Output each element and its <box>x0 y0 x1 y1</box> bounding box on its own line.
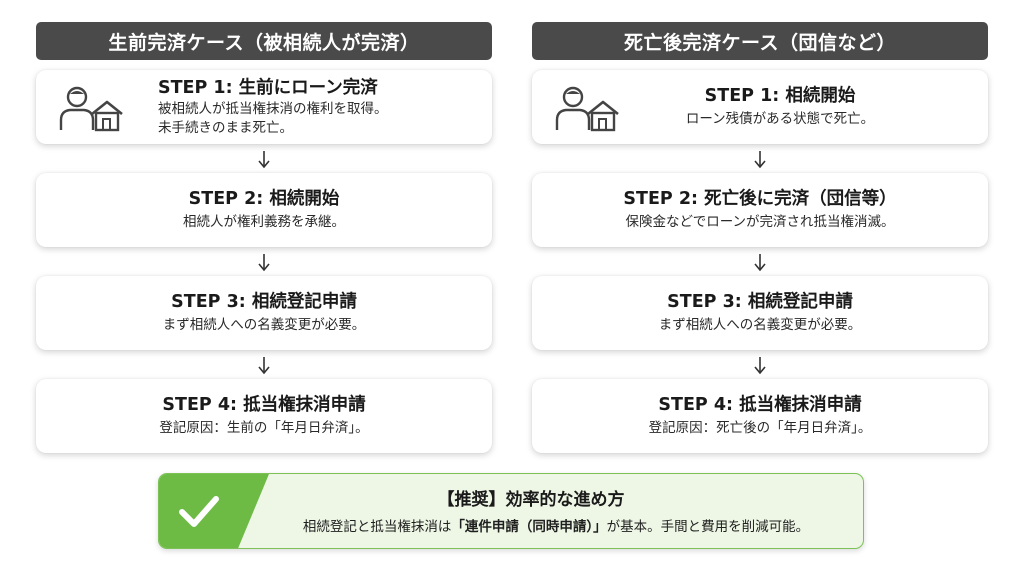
step-title: STEP 2: 死亡後に完済（団信等） <box>623 189 897 209</box>
recommendation-desc-after: が基本。手間と費用を削減可能。 <box>606 519 810 535</box>
check-icon <box>179 496 219 527</box>
right-step-4-card: STEP 4: 抵当権抹消申請 登記原因：死亡後の「年月日弁済」。 <box>532 379 988 453</box>
left-step-1-text: STEP 1: 生前にローン完済 被相続人が抵当権抹消の権利を取得。 未手続きの… <box>158 77 388 138</box>
left-column-header: 生前完済ケース（被相続人が完済） <box>36 22 492 60</box>
step-title: STEP 1: 相続開始 <box>704 86 856 106</box>
step-title: STEP 4: 抵当権抹消申請 <box>162 395 366 415</box>
left-column: 生前完済ケース（被相続人が完済） STEP 1: 生前にローン完済 被相続人が抵… <box>36 22 492 453</box>
step-description: ローン残債がある状態で死亡。 <box>685 111 875 127</box>
right-column-header: 死亡後完済ケース（団信など） <box>532 22 988 60</box>
step-description: 保険金などでローンが完済され抵当権消滅。 <box>625 214 895 230</box>
arrow-down-icon <box>754 151 766 169</box>
step-description: 被相続人が抵当権抹消の権利を取得。 <box>158 100 388 117</box>
person-house-icon <box>59 86 123 132</box>
recommendation-desc-before: 相続登記と抵当権抹消は <box>302 519 452 535</box>
right-step-2-card: STEP 2: 死亡後に完済（団信等） 保険金などでローンが完済され抵当権消滅。 <box>532 173 988 247</box>
step-title: STEP 3: 相続登記申請 <box>667 292 853 312</box>
step-description: まず相続人への名義変更が必要。 <box>658 317 862 333</box>
left-step-4-card: STEP 4: 抵当権抹消申請 登記原因：生前の「年月日弁済」。 <box>36 379 492 453</box>
step-description: 登記原因：生前の「年月日弁済」。 <box>159 420 369 436</box>
step-title: STEP 1: 生前にローン完済 <box>158 77 378 98</box>
right-step-3-card: STEP 3: 相続登記申請 まず相続人への名義変更が必要。 <box>532 276 988 350</box>
arrow-down-icon <box>258 357 270 375</box>
recommendation-desc-emphasis: 「連件申請（同時申請）」 <box>451 519 607 535</box>
left-step-3-card: STEP 3: 相続登記申請 まず相続人への名義変更が必要。 <box>36 276 492 350</box>
step-title: STEP 3: 相続登記申請 <box>171 292 357 312</box>
recommendation-description: 相続登記と抵当権抹消は「連件申請（同時申請）」が基本。手間と費用を削減可能。 <box>159 515 863 535</box>
recommendation-title: 【推奨】効率的な進め方 <box>437 490 625 510</box>
recommendation-box: 【推奨】効率的な進め方 相続登記と抵当権抹消は「連件申請（同時申請）」が基本。手… <box>158 473 864 549</box>
step-description: 登記原因：死亡後の「年月日弁済」。 <box>648 420 872 436</box>
arrow-down-icon <box>258 254 270 272</box>
step-title: STEP 2: 相続開始 <box>188 189 340 209</box>
arrow-down-icon <box>754 357 766 375</box>
right-column: 死亡後完済ケース（団信など） STEP 1: 相続開始 ローン残債がある状態で死… <box>532 22 988 453</box>
left-step-2-card: STEP 2: 相続開始 相続人が権利義務を承継。 <box>36 173 492 247</box>
right-step-1-card: STEP 1: 相続開始 ローン残債がある状態で死亡。 <box>532 70 988 144</box>
right-step-1-text: STEP 1: 相続開始 ローン残債がある状態で死亡。 <box>532 85 988 129</box>
step-description: 相続人が権利義務を承継。 <box>183 214 345 230</box>
step-title: STEP 4: 抵当権抹消申請 <box>658 395 862 415</box>
arrow-down-icon <box>258 151 270 169</box>
arrow-down-icon <box>754 254 766 272</box>
step-description-line-2: 未手続きのまま死亡。 <box>158 119 293 136</box>
step-description: まず相続人への名義変更が必要。 <box>162 317 366 333</box>
person-house-icon <box>555 86 619 132</box>
left-step-1-card: STEP 1: 生前にローン完済 被相続人が抵当権抹消の権利を取得。 未手続きの… <box>36 70 492 144</box>
